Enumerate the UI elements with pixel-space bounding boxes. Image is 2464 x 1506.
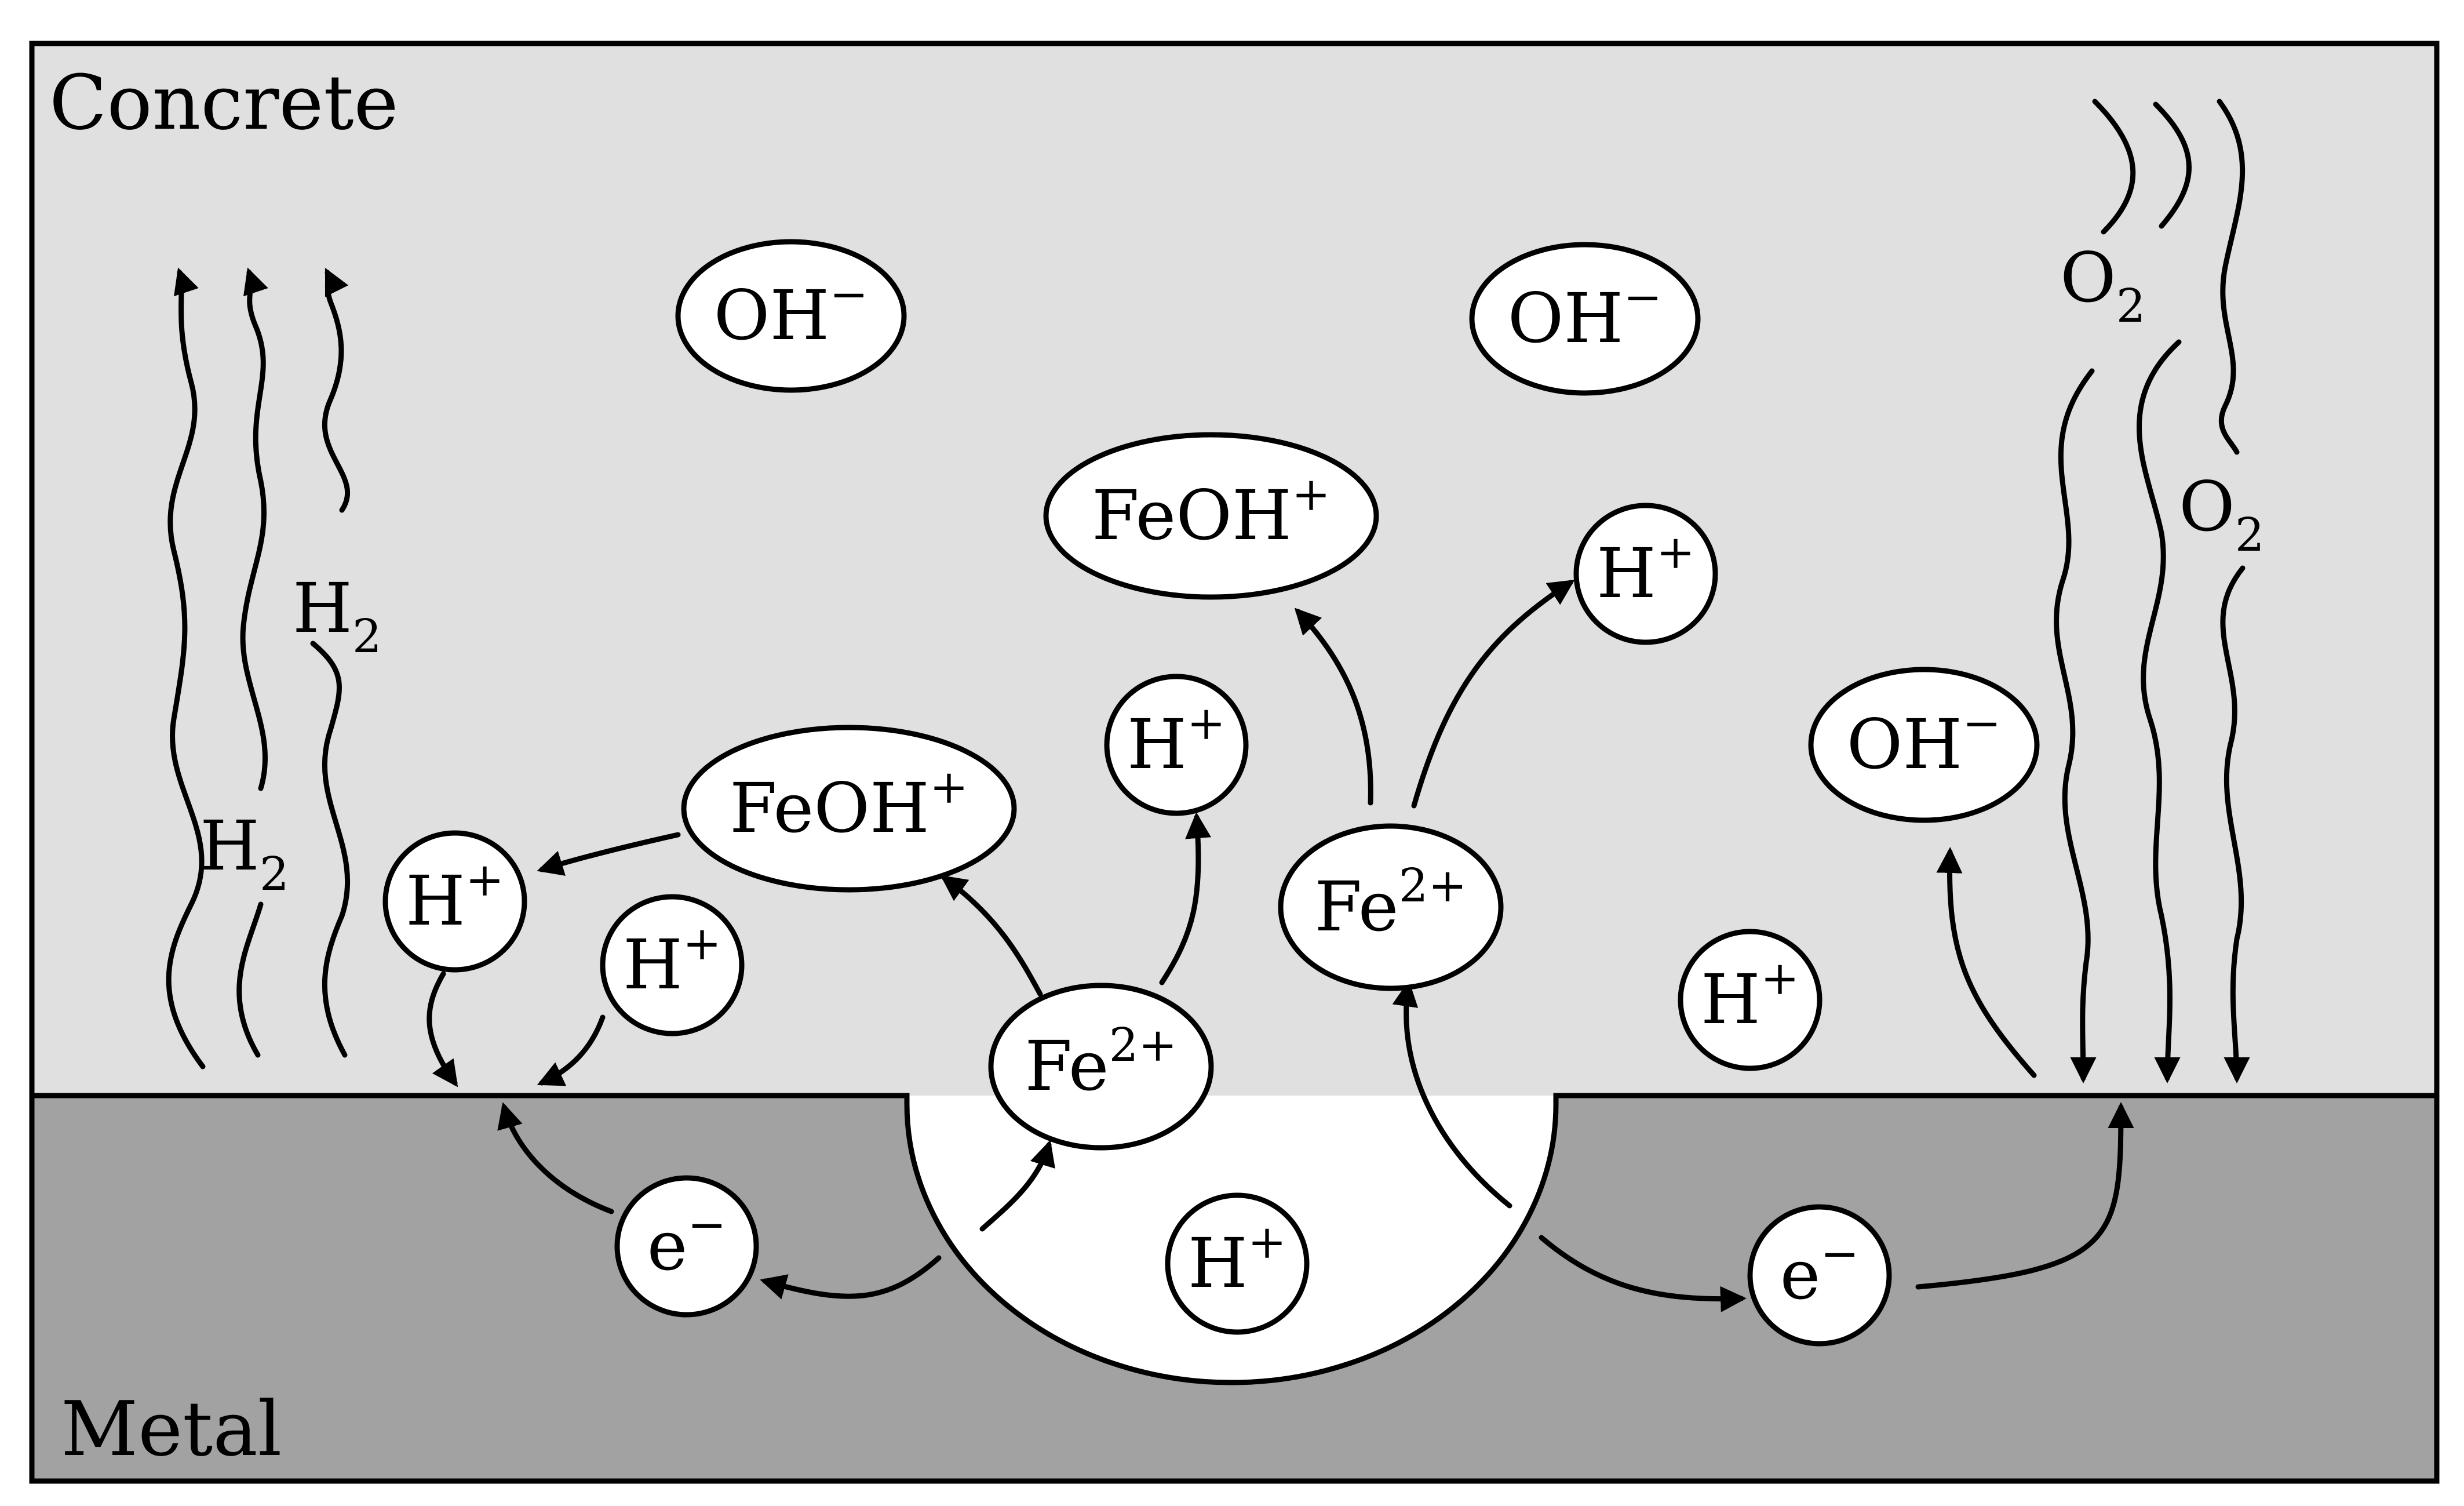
svg-text:Fe2+: Fe2+ <box>1314 859 1467 947</box>
svg-text:FeOH+: FeOH+ <box>730 760 968 848</box>
h2-wave-1 <box>166 267 206 1070</box>
fe2-ion-upper: Fe2+ <box>1278 823 1504 991</box>
h-ion-left-1: H+ <box>382 830 527 973</box>
svg-text:H+: H+ <box>1597 525 1695 613</box>
oh-ion-top-right: OH− <box>1469 242 1701 396</box>
svg-text:OH−: OH− <box>714 267 869 355</box>
svg-text:H+: H+ <box>1701 951 1799 1039</box>
arrow-h-left2-to-surface <box>537 1014 606 1086</box>
h-ion-mid: H+ <box>1104 674 1249 816</box>
feoh-ion-left: FeOH+ <box>681 725 1017 893</box>
h2-wave-3 <box>313 272 348 1058</box>
h2-label-lower: H2 <box>200 806 289 901</box>
svg-text:Fe2+: Fe2+ <box>1025 1018 1177 1106</box>
svg-text:e−: e− <box>1780 1227 1860 1315</box>
svg-text:OH−: OH− <box>1508 270 1663 358</box>
svg-text:H+: H+ <box>1188 1215 1286 1303</box>
o2-wave-1 <box>2054 99 2136 1078</box>
svg-text:OH−: OH− <box>1847 696 2002 784</box>
concrete-label: Concrete <box>49 59 399 147</box>
h-ion-left-2: H+ <box>600 894 745 1036</box>
arrow-fe-lower-to-feoh-left <box>940 875 1043 997</box>
arrow-pit-to-electron-left <box>760 1255 942 1300</box>
arrow-fe-upper-to-feoh-upper <box>1294 608 1373 806</box>
arrow-surface-to-oh-right <box>1936 847 2037 1078</box>
o2-label-lower: O2 <box>2179 467 2265 562</box>
oh-ion-top-left: OH− <box>675 239 907 393</box>
pit-inner-edge <box>916 1104 1547 1373</box>
h-ion-upper-right: H+ <box>1573 503 1718 645</box>
h2-label-upper: H2 <box>293 568 382 663</box>
metal-region <box>32 1096 2437 1481</box>
electron-right: e− <box>1747 1204 1892 1347</box>
metal-surface-line <box>32 1093 2437 1385</box>
o2-label-upper: O2 <box>2060 238 2146 333</box>
svg-text:e−: e− <box>647 1198 727 1286</box>
arrow-pit-to-fe-upper <box>1392 980 1512 1209</box>
oh-ion-right: OH− <box>1808 667 2040 823</box>
arrow-electron-to-surface-left <box>497 1102 614 1214</box>
svg-text:H+: H+ <box>1127 696 1226 784</box>
feoh-ion-upper: FeOH+ <box>1043 432 1379 600</box>
arrow-feoh-left-to-h-left <box>537 832 681 876</box>
svg-text:FeOH+: FeOH+ <box>1092 467 1331 555</box>
h-ion-right: H+ <box>1678 929 1823 1071</box>
arrow-electron-right-to-surface <box>1915 1102 2134 1290</box>
h-ion-pit: H+ <box>1165 1192 1310 1335</box>
arrow-pit-to-electron-right <box>1539 1235 1747 1312</box>
electron-left: e− <box>614 1175 759 1318</box>
svg-text:H+: H+ <box>623 916 721 1005</box>
arrow-h-left1-to-surface <box>427 971 458 1087</box>
metal-label: Metal <box>61 1385 282 1473</box>
svg-text:H+: H+ <box>406 853 504 941</box>
arrow-pit-to-fe-lower <box>979 1140 1055 1232</box>
o2-wave-3 <box>2219 99 2243 1078</box>
arrow-fe-lower-to-h-mid <box>1159 812 1212 985</box>
outer-frame <box>29 41 2440 1484</box>
fe2-ion-lower: Fe2+ <box>988 983 1214 1151</box>
h2-wave-2 <box>239 272 265 1058</box>
o2-wave-2 <box>2137 101 2189 1078</box>
arrow-fe-upper-to-h-upper <box>1411 580 1575 809</box>
